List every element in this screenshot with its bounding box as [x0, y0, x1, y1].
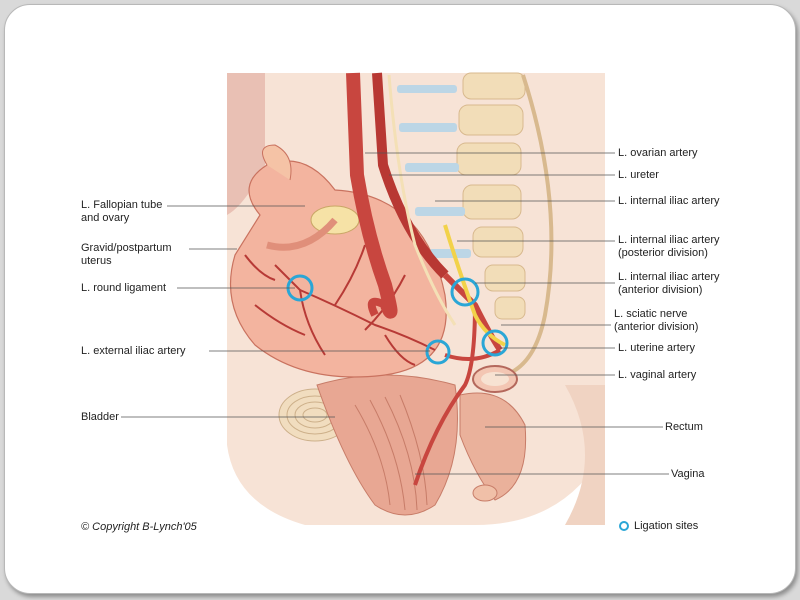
anatomy-illustration — [121, 72, 669, 525]
label-fallopian-tube: L. Fallopian tube and ovary — [81, 199, 163, 224]
label-rectum: Rectum — [665, 421, 703, 433]
label-ureter: L. ureter — [618, 169, 659, 181]
label-internal-iliac: L. internal iliac artery — [618, 195, 720, 207]
label-vaginal-artery: L. vaginal artery — [618, 369, 697, 381]
label-internal-iliac-anterior: L. internal iliac artery (anterior divis… — [618, 271, 720, 296]
label-vagina: Vagina — [671, 468, 705, 480]
label-round-ligament: L. round ligament — [81, 282, 166, 294]
label-sciatic-nerve: L. sciatic nerve (anterior division) — [614, 308, 699, 333]
legend: Ligation sites — [619, 520, 698, 532]
ligation-ring-icon — [619, 521, 629, 531]
label-bladder: Bladder — [81, 411, 119, 423]
slide: L. Fallopian tube and ovary Gravid/postp… — [4, 4, 796, 594]
label-ovarian-artery: L. ovarian artery — [618, 147, 698, 159]
legend-label: Ligation sites — [634, 520, 699, 532]
copyright-text: © Copyright B-Lynch'05 — [81, 521, 197, 533]
label-internal-iliac-posterior: L. internal iliac artery (posterior divi… — [618, 234, 720, 259]
label-external-iliac: L. external iliac artery — [81, 345, 186, 357]
label-uterine-artery: L. uterine artery — [618, 342, 696, 354]
label-uterus: Gravid/postpartum uterus — [81, 242, 172, 267]
